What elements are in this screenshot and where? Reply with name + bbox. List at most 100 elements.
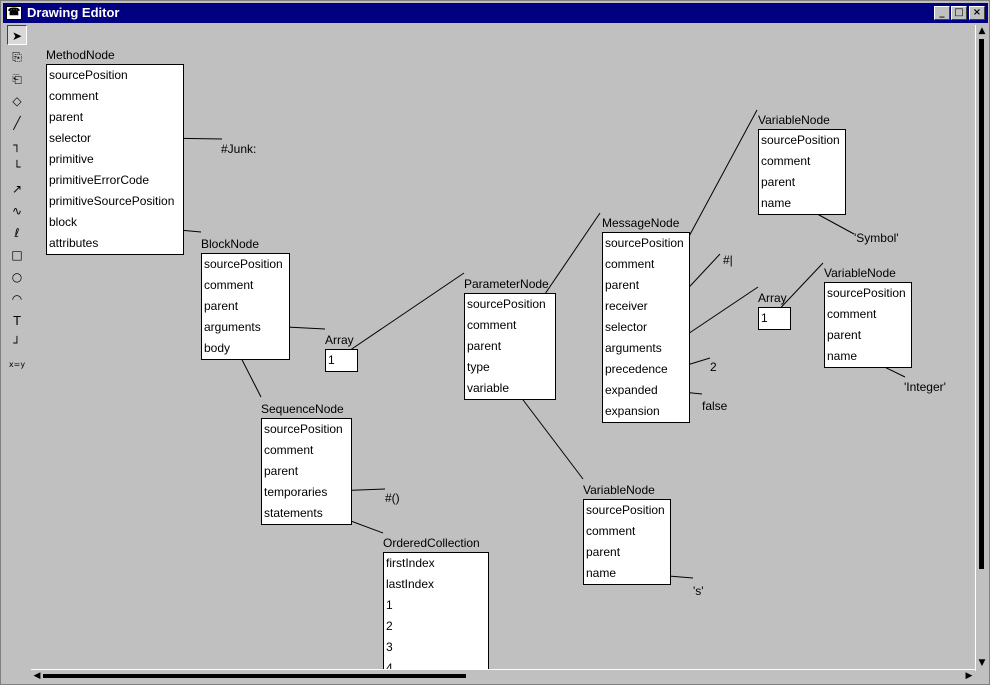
assign-tool-icon[interactable]: x=y [8,360,26,369]
node-field[interactable]: sourcePosition [264,422,343,436]
node-field[interactable]: parent [827,328,862,342]
junk-symbol-label[interactable]: #Junk: [221,142,257,156]
node-field[interactable]: primitiveSourcePosition [49,194,175,208]
node-field[interactable]: name [586,566,617,580]
curve-tool-icon[interactable]: ∿ [11,204,23,218]
node-field[interactable]: comment [204,278,254,292]
node-field[interactable]: comment [605,257,655,271]
node-field[interactable]: 4 [386,661,393,669]
node-field[interactable]: sourcePosition [761,133,840,147]
node-field[interactable]: comment [264,443,314,457]
line-tool-icon[interactable]: ╱ [13,116,21,130]
expanded-value-label[interactable]: false [702,399,728,413]
node-field[interactable]: type [467,360,490,374]
node-field[interactable]: body [204,341,231,355]
node-field[interactable]: parent [467,339,502,353]
node-field[interactable]: sourcePosition [586,503,665,517]
node-field[interactable]: parent [204,299,239,313]
cut-icon[interactable]: ⎘ [12,50,22,64]
title-bar[interactable]: ☎ Drawing Editor _ □ × [3,3,988,23]
elbow-line-icon[interactable]: └ [13,160,21,174]
node-field[interactable]: statements [264,506,323,520]
paste-icon[interactable]: ⎗ [12,72,22,86]
node-field[interactable]: 1 [386,598,393,612]
arrow-tool-icon[interactable]: ↗ [11,182,23,196]
arc-tool-icon[interactable]: ◠ [11,292,23,306]
array-literal-label[interactable]: #| [723,253,733,267]
corner-tool-icon[interactable]: ┘ [13,336,21,350]
horizontal-scrollbar[interactable]: ◀ ▶ [31,669,975,682]
node-field[interactable]: lastIndex [386,577,435,591]
scroll-right-icon[interactable]: ▶ [965,671,973,681]
node-field[interactable]: temporaries [264,485,328,499]
lasso-tool-icon[interactable]: ℓ [14,226,20,240]
node-field[interactable]: parent [49,110,84,124]
node-field[interactable]: 3 [386,640,393,654]
connector-line[interactable] [513,387,584,480]
node-field[interactable]: sourcePosition [204,257,283,271]
precedence-value-label[interactable]: 2 [710,360,717,374]
node-field[interactable]: name [761,196,792,210]
node-field[interactable]: attributes [49,236,99,250]
scroll-down-icon[interactable]: ▼ [978,658,986,668]
node-field[interactable]: arguments [605,341,662,355]
scroll-up-icon[interactable]: ▲ [978,26,986,36]
node-field[interactable]: block [49,215,78,229]
vertical-scrollbar[interactable]: ▲ ▼ [975,25,988,671]
node-field[interactable]: precedence [605,362,668,376]
node-field[interactable]: parent [264,464,299,478]
symbol-string-label[interactable]: 'Symbol' [854,231,899,245]
node-field[interactable]: comment [827,307,877,321]
horizontal-scroll-thumb[interactable] [43,674,466,678]
node-field[interactable]: expanded [605,383,658,397]
rectangle-tool-icon[interactable]: □ [11,248,23,262]
minimize-button[interactable]: _ [934,6,950,20]
node-field[interactable]: parent [761,175,796,189]
node-field[interactable]: arguments [204,320,261,334]
node-field[interactable]: name [827,349,858,363]
orth-line-icon[interactable]: ┐ [13,138,21,152]
node-field[interactable]: selector [605,320,648,334]
node-field[interactable]: sourcePosition [605,236,684,250]
node-field[interactable]: sourcePosition [49,68,128,82]
maximize-button[interactable]: □ [951,6,967,20]
node-field[interactable]: sourcePosition [467,297,546,311]
integer-string-label[interactable]: 'Integer' [904,380,946,394]
select-arrow-icon[interactable]: ➤ [7,25,27,45]
eraser-icon[interactable]: ◇ [12,94,22,108]
node-field[interactable]: variable [467,381,510,395]
node-field[interactable]: sourcePosition [827,286,906,300]
node-field[interactable]: firstIndex [386,556,435,570]
node-field[interactable]: comment [586,524,636,538]
node-field[interactable]: 1 [761,311,768,325]
empty-array-label[interactable]: #() [385,491,400,505]
scroll-left-icon[interactable]: ◀ [33,671,41,681]
node-field[interactable]: receiver [605,299,648,313]
close-button[interactable]: × [969,6,985,20]
ellipse-tool-icon[interactable]: ○ [11,270,23,284]
node-field[interactable]: parent [605,278,640,292]
node-field[interactable]: primitiveErrorCode [49,173,150,187]
s-string-label[interactable]: 's' [693,584,704,598]
node-field[interactable]: comment [49,89,99,103]
connector-line[interactable] [336,272,465,360]
node-field[interactable]: comment [467,318,517,332]
vertical-scroll-thumb[interactable] [979,39,984,569]
text-tool-icon[interactable]: T [13,314,21,328]
node-field[interactable]: 2 [386,619,393,633]
node-field[interactable]: selector [49,131,92,145]
node-field[interactable]: comment [761,154,811,168]
node-field[interactable]: parent [586,545,621,559]
